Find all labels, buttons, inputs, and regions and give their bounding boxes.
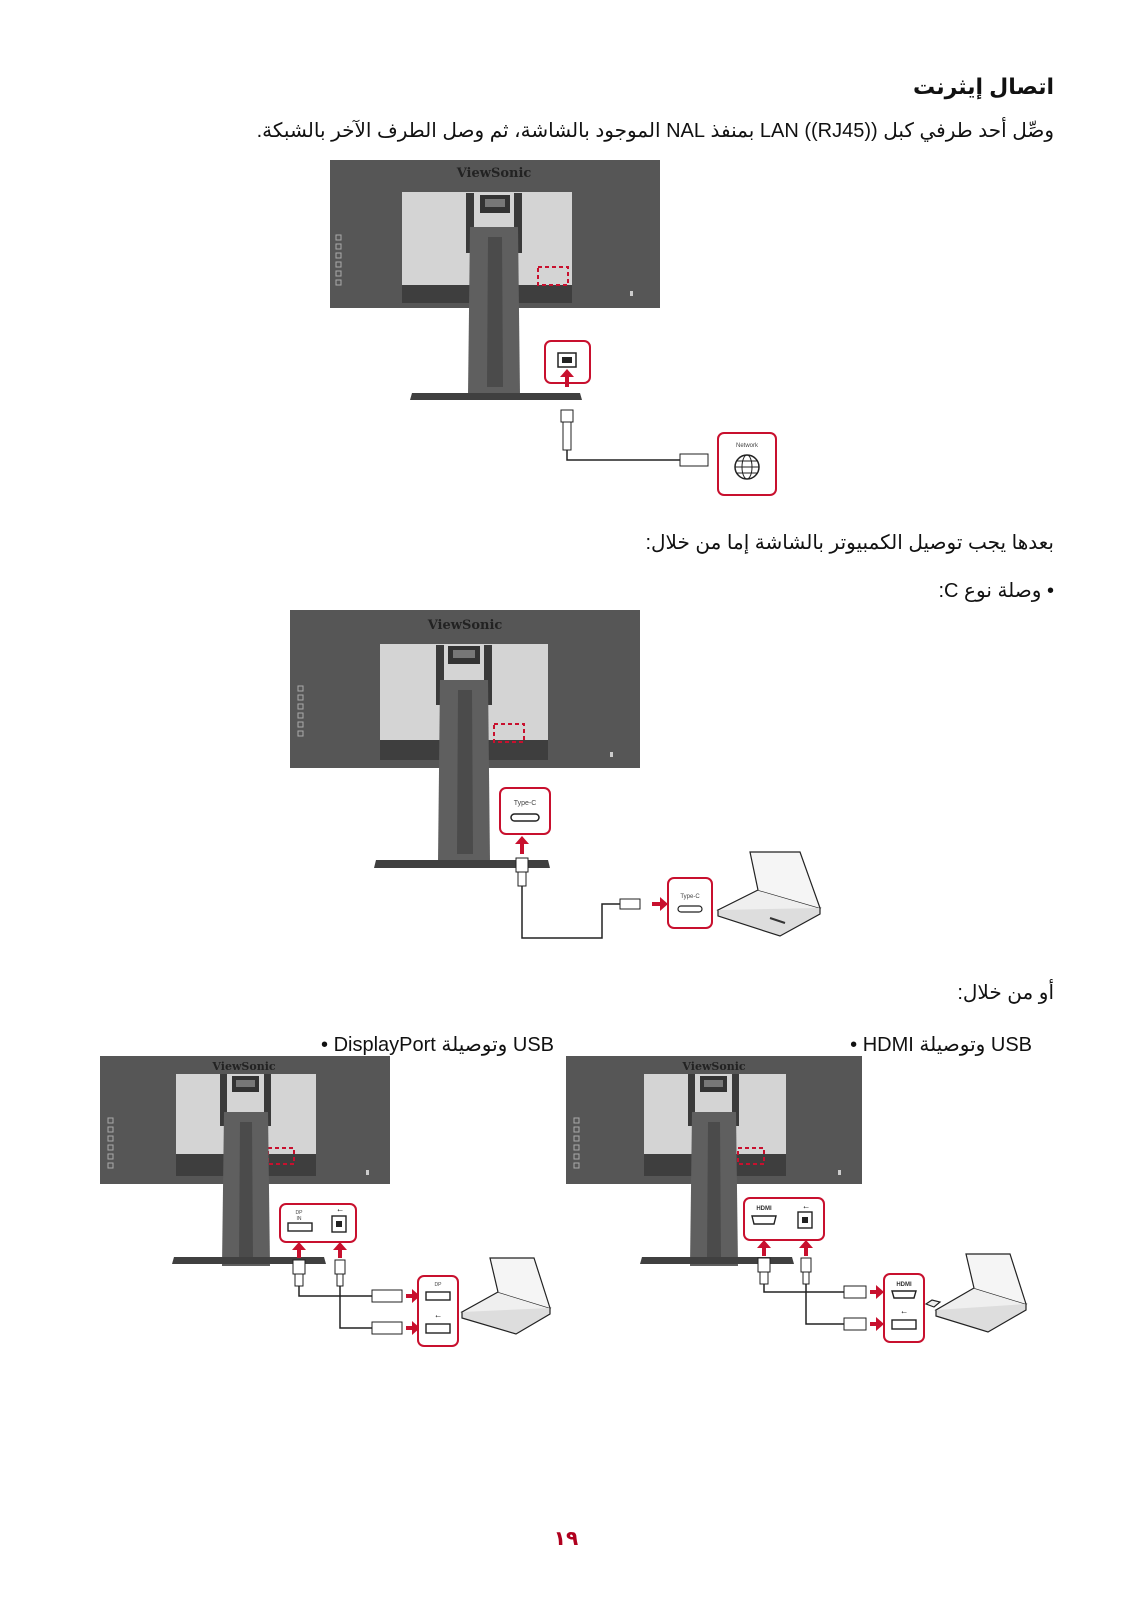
typec-cable bbox=[515, 857, 668, 939]
bullet-typec: • وصلة نوع C: bbox=[938, 580, 1054, 602]
ethernet-diagram: ViewSonic Network bbox=[330, 160, 777, 496]
bullet-displayport: • DisplayPort وتوصيلة USB bbox=[321, 1034, 554, 1056]
hdmi-usb-port-callout: HDMI ⭠ bbox=[743, 1197, 825, 1256]
typec-label: Type-C bbox=[514, 800, 537, 807]
dp-usb-cables bbox=[292, 1259, 420, 1335]
laptop-ports-callout: DP ⭠ bbox=[417, 1275, 459, 1347]
monitor-stand bbox=[640, 1112, 794, 1266]
laptop-icon bbox=[924, 1299, 942, 1308]
usb-icon: ⭠ bbox=[803, 1204, 809, 1211]
usb-icon-laptop: ⭠ bbox=[901, 1309, 907, 1316]
dp-label-laptop: DP bbox=[435, 1282, 443, 1288]
brand-logo: ViewSonic bbox=[211, 1060, 275, 1073]
laptop-icon bbox=[716, 851, 822, 937]
hdmi-laptop bbox=[934, 1253, 1028, 1333]
dp-label: DP bbox=[296, 1210, 304, 1216]
hdmi-label-laptop: HDMI bbox=[896, 1282, 912, 1288]
monitor-stand bbox=[172, 1112, 326, 1266]
dp-in-label: IN bbox=[297, 1216, 302, 1222]
lan-instruction: وصِّل أحد طرفي كبل LAN ((RJ45)) بمنفذ NA… bbox=[256, 120, 1054, 142]
page-number: ١٩ bbox=[553, 1528, 579, 1550]
network-callout: Network bbox=[717, 432, 777, 496]
lan-cable bbox=[560, 409, 709, 467]
brand-logo: ViewSonic bbox=[427, 618, 503, 633]
or-text: أو من خلال: bbox=[957, 982, 1054, 1004]
brand-logo: ViewSonic bbox=[681, 1060, 745, 1073]
displayport-diagram: ViewSonic DP IN ⭠ DP ⭠ bbox=[100, 1056, 552, 1347]
typec-port-callout: Type-C bbox=[499, 787, 551, 854]
network-label: Network bbox=[736, 443, 759, 449]
typec-diagram: ViewSonic Type-C Type-C bbox=[290, 610, 822, 939]
usb-icon: ⭠ bbox=[337, 1207, 343, 1214]
laptop-typec-callout: Type-C bbox=[667, 877, 713, 929]
monitor-stand bbox=[374, 680, 550, 868]
usb-icon-laptop: ⭠ bbox=[435, 1313, 441, 1320]
bullet-hdmi: • HDMI وتوصيلة USB bbox=[850, 1034, 1032, 1056]
monitor-stand bbox=[410, 227, 582, 400]
lan-port-callout bbox=[544, 340, 591, 387]
section-title: اتصال إيثرنت bbox=[913, 74, 1054, 99]
hdmi-usb-cables bbox=[757, 1257, 884, 1331]
dp-usb-port-callout: DP IN ⭠ bbox=[279, 1203, 357, 1258]
laptop-icon bbox=[460, 1257, 552, 1335]
hdmi-label: HDMI bbox=[756, 1206, 772, 1212]
typec-label-laptop: Type-C bbox=[680, 894, 700, 900]
hdmi-diagram: ViewSonic HDMI ⭠ HDMI ⭠ bbox=[566, 1056, 942, 1343]
laptop-ports-callout: HDMI ⭠ bbox=[883, 1273, 925, 1343]
connect-computer-text: بعدها يجب توصيل الكمبيوتر بالشاشة إما من… bbox=[645, 532, 1054, 554]
brand-logo: ViewSonic bbox=[456, 166, 532, 181]
